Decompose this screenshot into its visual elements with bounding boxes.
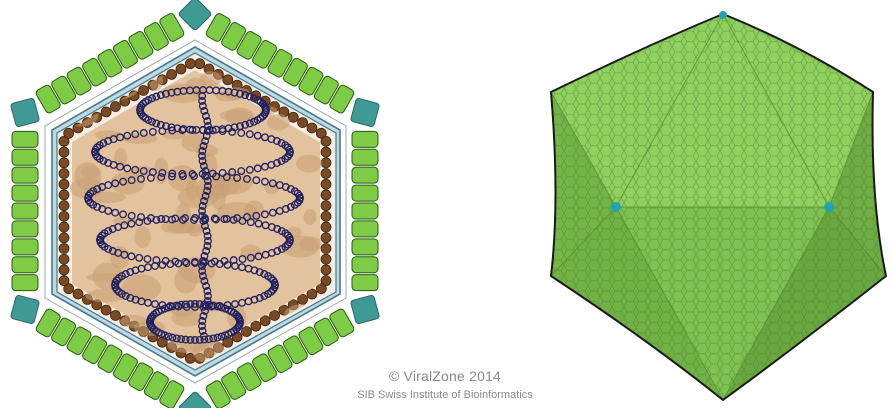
virion-surface-view [540,0,893,408]
protein-bead [241,327,251,337]
protein-bead [59,190,69,200]
institution-text: SIB Swiss Institute of Bioinformatics [300,389,590,401]
protein-bead [110,310,120,320]
protein-bead [321,169,331,179]
capsomer [12,131,38,147]
capsomer [352,185,378,201]
capsomer [352,257,378,273]
protein-bead [59,244,69,254]
protein-bead [185,59,195,69]
penton-vertex [10,295,39,324]
protein-bead [298,118,308,128]
protein-bead [59,265,69,275]
protein-bead [101,107,111,117]
protein-bead [321,244,331,254]
protein-bead [321,147,331,157]
protein-bead [321,190,331,200]
protein-bead [167,69,177,79]
penton-vertex [178,391,212,408]
capsomer [12,185,38,201]
penton-vertex [350,295,379,324]
protein-bead [59,222,69,232]
capsomer [12,221,38,237]
protein-bead [176,64,186,74]
capsomer [12,257,38,273]
protein-bead [251,321,261,331]
penton-vertex [10,98,39,127]
capsomer [352,275,378,291]
capsomer [352,149,378,165]
protein-bead [110,102,120,112]
protein-bead [59,179,69,189]
penton-vertex [178,0,212,31]
protein-bead [321,158,331,168]
protein-bead [321,265,331,275]
protein-bead [307,123,317,133]
capsomer [352,221,378,237]
protein-bead [195,59,205,69]
virion-cross-section [10,0,379,408]
protein-bead [101,305,111,315]
protein-bead [321,222,331,232]
capsomer [352,239,378,255]
capsomer [12,239,38,255]
protein-bead [288,112,298,122]
vertex-dot-left [611,202,621,212]
capsomer [12,275,38,291]
capsomer [12,203,38,219]
protein-bead [321,211,331,221]
capsomer [352,167,378,183]
penton-vertex [350,98,379,127]
protein-bead [59,169,69,179]
protein-bead [59,147,69,157]
protein-bead [223,75,233,85]
protein-bead [59,233,69,243]
vertex-dot-right [824,202,834,212]
protein-bead [321,254,331,264]
capsomer [352,131,378,147]
protein-bead [59,211,69,221]
protein-bead [321,179,331,189]
protein-bead [59,254,69,264]
protein-bead [59,158,69,168]
copyright-text: © ViralZone 2014 [300,368,590,384]
protein-bead [64,128,74,138]
capsomer [352,203,378,219]
protein-bead [321,233,331,243]
capsomer [12,167,38,183]
vertex-dot-top [719,11,727,19]
protein-bead [59,201,69,211]
protein-bead [270,310,280,320]
protein-bead [260,316,270,326]
capsomer [12,149,38,165]
protein-bead [59,276,69,286]
protein-bead [321,201,331,211]
protein-bead [298,294,308,304]
protein-bead [139,85,149,95]
protein-bead [73,289,83,299]
protein-bead [321,136,331,146]
